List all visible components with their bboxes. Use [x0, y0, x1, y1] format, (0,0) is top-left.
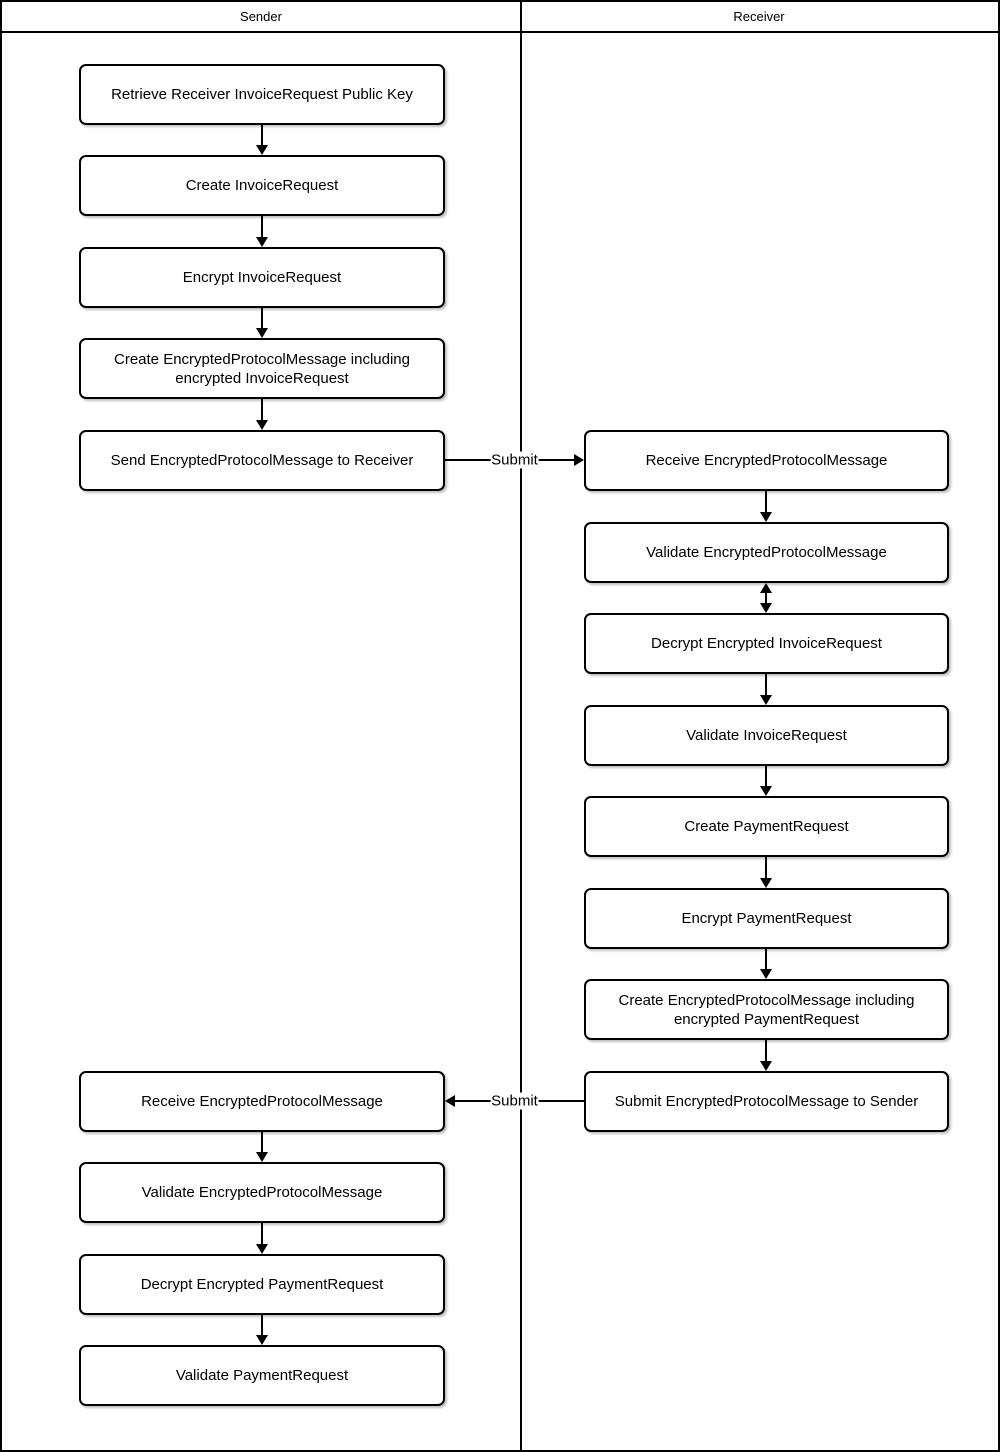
arrow-validate-epm-to-decrypt-double[interactable] — [760, 583, 772, 613]
submit-to-receiver-label: Submit — [490, 451, 539, 469]
node-create-encryptedprotocolmessage-paymentrequest[interactable]: Create EncryptedProtocolMessage includin… — [584, 979, 949, 1040]
arrow-shaft — [261, 216, 263, 238]
arrowhead-up-icon — [760, 583, 772, 593]
arrowhead-down-icon — [760, 1061, 772, 1071]
arrowhead-down-icon — [760, 786, 772, 796]
arrowhead-down-icon — [256, 420, 268, 430]
arrow-shaft — [261, 1132, 263, 1153]
node-receive-encryptedprotocolmessage[interactable]: Receive EncryptedProtocolMessage — [584, 430, 949, 491]
node-retrieve-receiver-invoicerequest-public-key[interactable]: Retrieve Receiver InvoiceRequest Public … — [79, 64, 445, 125]
arrow-shaft — [261, 399, 263, 421]
arrowhead-down-icon — [760, 878, 772, 888]
arrow-shaft — [765, 1040, 767, 1062]
arrow-receive-to-validate-epm[interactable] — [760, 491, 772, 522]
lane-header-receiver-label: Receiver — [733, 9, 785, 24]
node-submit-encryptedprotocolmessage-to-sender[interactable]: Submit EncryptedProtocolMessage to Sende… — [584, 1071, 949, 1132]
arrowhead-down-icon — [256, 145, 268, 155]
arrow-shaft — [765, 949, 767, 970]
arrow-create-to-encrypt-paymentrequest[interactable] — [760, 857, 772, 888]
arrow-validate-ir-to-create-paymentrequest[interactable] — [760, 766, 772, 796]
node-decrypt-encrypted-paymentrequest[interactable]: Decrypt Encrypted PaymentRequest — [79, 1254, 445, 1315]
submit-arrow-to-receiver[interactable]: Submit — [445, 451, 584, 469]
lane-header-sender: Sender — [2, 2, 520, 31]
node-create-invoicerequest[interactable]: Create InvoiceRequest — [79, 155, 445, 216]
arrowhead-down-icon — [256, 328, 268, 338]
swimlane-divider — [520, 2, 522, 1450]
arrow-encrypt-pr-to-create-epm[interactable] — [760, 949, 772, 979]
arrow-create-epm-to-send[interactable] — [256, 399, 268, 430]
arrow-shaft — [765, 491, 767, 513]
arrow-retrieve-to-create-invoicerequest[interactable] — [256, 125, 268, 155]
lane-header-sender-label: Sender — [240, 9, 282, 24]
node-create-paymentrequest[interactable]: Create PaymentRequest — [584, 796, 949, 857]
arrow-create-to-encrypt-invoicerequest[interactable] — [256, 216, 268, 247]
arrowhead-left-icon — [445, 1095, 455, 1107]
arrow-shaft — [261, 308, 263, 329]
arrow-shaft — [765, 766, 767, 787]
arrow-decrypt-to-validate-paymentrequest[interactable] — [256, 1315, 268, 1345]
submit-arrow-to-sender[interactable]: Submit — [445, 1092, 584, 1110]
arrow-validate-epm-to-decrypt-pr[interactable] — [256, 1223, 268, 1254]
arrowhead-right-icon — [574, 454, 584, 466]
arrow-receive-to-validate-epm-sender[interactable] — [256, 1132, 268, 1162]
arrowhead-down-icon — [256, 1152, 268, 1162]
arrow-create-epm-to-submit[interactable] — [760, 1040, 772, 1071]
arrowhead-down-icon — [256, 237, 268, 247]
arrow-shaft — [765, 674, 767, 696]
arrow-shaft — [765, 857, 767, 879]
arrowhead-down-icon — [760, 512, 772, 522]
arrow-shaft — [261, 1315, 263, 1336]
node-decrypt-encrypted-invoicerequest[interactable]: Decrypt Encrypted InvoiceRequest — [584, 613, 949, 674]
arrow-shaft — [261, 1223, 263, 1245]
node-encrypt-paymentrequest[interactable]: Encrypt PaymentRequest — [584, 888, 949, 949]
arrowhead-down-icon — [256, 1335, 268, 1345]
arrowhead-down-icon — [760, 969, 772, 979]
arrowhead-down-icon — [256, 1244, 268, 1254]
arrow-shaft — [261, 125, 263, 146]
arrow-encrypt-to-create-encryptedprotocolmessage[interactable] — [256, 308, 268, 338]
submit-to-sender-label: Submit — [490, 1092, 539, 1110]
lane-header-receiver: Receiver — [520, 2, 998, 31]
node-validate-invoicerequest[interactable]: Validate InvoiceRequest — [584, 705, 949, 766]
arrow-decrypt-to-validate-invoicerequest[interactable] — [760, 674, 772, 705]
lane-header-row: Sender Receiver — [2, 2, 998, 33]
node-encrypt-invoicerequest[interactable]: Encrypt InvoiceRequest — [79, 247, 445, 308]
arrow-shaft — [765, 592, 767, 604]
node-sender-receive-encryptedprotocolmessage[interactable]: Receive EncryptedProtocolMessage — [79, 1071, 445, 1132]
node-validate-paymentrequest[interactable]: Validate PaymentRequest — [79, 1345, 445, 1406]
node-validate-encryptedprotocolmessage[interactable]: Validate EncryptedProtocolMessage — [584, 522, 949, 583]
node-sender-validate-encryptedprotocolmessage[interactable]: Validate EncryptedProtocolMessage — [79, 1162, 445, 1223]
arrowhead-down-icon — [760, 695, 772, 705]
node-create-encryptedprotocolmessage-invoicerequest[interactable]: Create EncryptedProtocolMessage includin… — [79, 338, 445, 399]
arrowhead-down-icon — [760, 603, 772, 613]
node-send-encryptedprotocolmessage-to-receiver[interactable]: Send EncryptedProtocolMessage to Receive… — [79, 430, 445, 491]
